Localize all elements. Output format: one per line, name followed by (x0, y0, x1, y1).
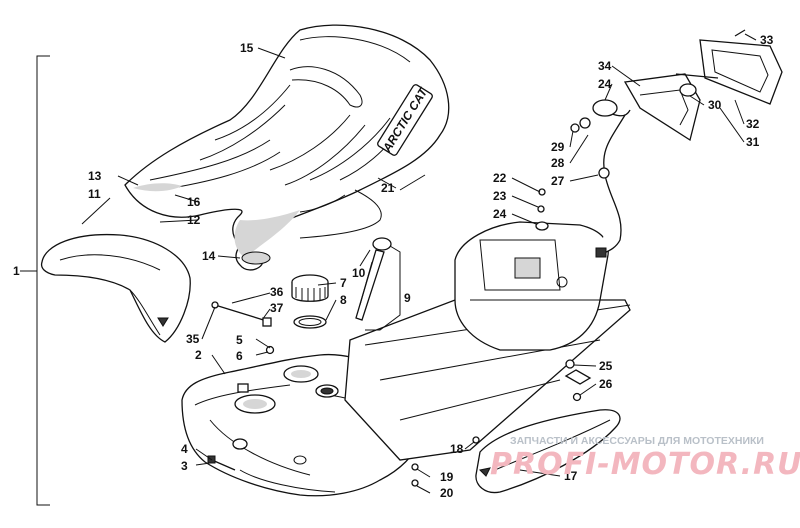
callout-30: 30 (708, 98, 722, 112)
callout-9: 9 (404, 291, 411, 305)
callout-31: 31 (746, 135, 760, 149)
watermark: ЗАПЧАСТИ И АКСЕССУАРЫ ДЛЯ МОТОТЕХНИКИ PR… (490, 435, 800, 482)
fuel-cap-part (291, 274, 329, 329)
callout-36: 36 (270, 285, 284, 299)
callout-5: 5 (236, 333, 243, 347)
callout-16: 16 (187, 195, 201, 209)
callout-28: 28 (551, 156, 565, 170)
callout-7: 7 (340, 276, 347, 290)
callout-1: 1 (13, 264, 20, 278)
callout-15: 15 (240, 41, 254, 55)
callout-6: 6 (236, 349, 243, 363)
callout-labels: 1 2 3 4 5 6 7 8 9 10 11 12 13 14 15 16 1… (13, 33, 774, 500)
callout-32: 32 (746, 117, 760, 131)
callout-37: 37 (270, 301, 284, 315)
callout-13: 13 (88, 169, 102, 183)
callout-19: 19 (440, 470, 454, 484)
callout-17: 17 (564, 469, 578, 483)
callout-29: 29 (551, 140, 565, 154)
callout-10: 10 (352, 266, 366, 280)
callout-27: 27 (551, 174, 565, 188)
callout-24-upper: 24 (598, 77, 612, 91)
callout-35: 35 (186, 332, 200, 346)
callout-25: 25 (599, 359, 613, 373)
callout-23: 23 (493, 189, 507, 203)
taillight-part (570, 29, 783, 258)
leader-lines (81, 33, 757, 494)
callout-33: 33 (760, 33, 774, 47)
fuel-gauge-part (355, 237, 392, 321)
callout-21: 21 (381, 181, 395, 195)
callout-26: 26 (599, 377, 613, 391)
callout-12: 12 (187, 213, 201, 227)
bracket-group-1 (20, 55, 50, 506)
rear-bracket-part (411, 188, 621, 494)
callout-22: 22 (493, 171, 507, 185)
rear-cowl-part (40, 233, 191, 343)
callout-34: 34 (598, 59, 612, 73)
watermark-caption: ЗАПЧАСТИ И АКСЕССУАРЫ ДЛЯ МОТОТЕХНИКИ (510, 435, 764, 447)
callout-14: 14 (202, 249, 216, 263)
callout-8: 8 (340, 293, 347, 307)
seat-part: ARCTIC CAT (124, 24, 450, 271)
tunnel-tray-part (344, 221, 631, 461)
callout-3: 3 (181, 459, 188, 473)
callout-11: 11 (88, 187, 101, 201)
callout-2: 2 (195, 348, 202, 362)
watermark-brand: PROFI-MOTOR.RU (490, 447, 800, 482)
callout-4: 4 (181, 442, 188, 456)
callout-18: 18 (450, 442, 464, 456)
callout-20: 20 (440, 486, 454, 500)
callout-24-lower: 24 (493, 207, 507, 221)
